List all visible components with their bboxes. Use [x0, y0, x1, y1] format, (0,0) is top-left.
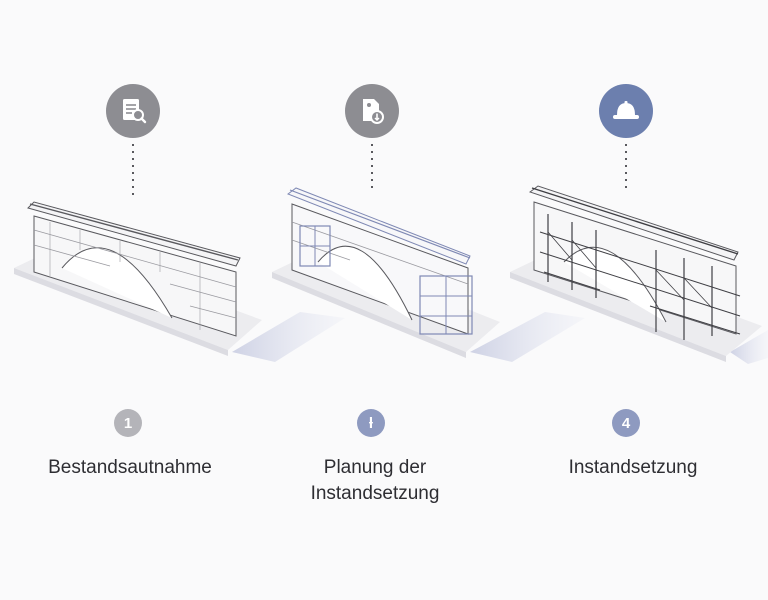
- step-1-label: Bestandsautnahme: [48, 457, 212, 478]
- bridge-planning: [272, 187, 500, 358]
- document-plan-icon: [363, 99, 384, 124]
- bridge-survey: [14, 201, 262, 356]
- hard-hat-icon: [613, 101, 639, 119]
- bridge-repair: [510, 185, 762, 362]
- step-2-number: ƚ: [357, 409, 385, 437]
- step-1-icon-circle: [106, 84, 160, 138]
- document-search-icon: [123, 99, 147, 124]
- step-3-number: 4: [612, 409, 640, 437]
- step-3-icon-circle: [599, 84, 653, 138]
- step-2-label-line-1: Planung der: [323, 457, 427, 478]
- connector-shadow-3: [730, 330, 768, 364]
- step-2-icon-circle: [345, 84, 399, 138]
- connector-shadow-2: [470, 312, 585, 362]
- step-2-label-line-2: Instandsetzung: [310, 483, 440, 504]
- step-3-label: Instandsetzung: [568, 457, 698, 478]
- step-1-number: 1: [114, 409, 142, 437]
- step-2-label: Planung der Instandsetzung: [265, 455, 485, 507]
- connector-shadow-1: [232, 312, 345, 362]
